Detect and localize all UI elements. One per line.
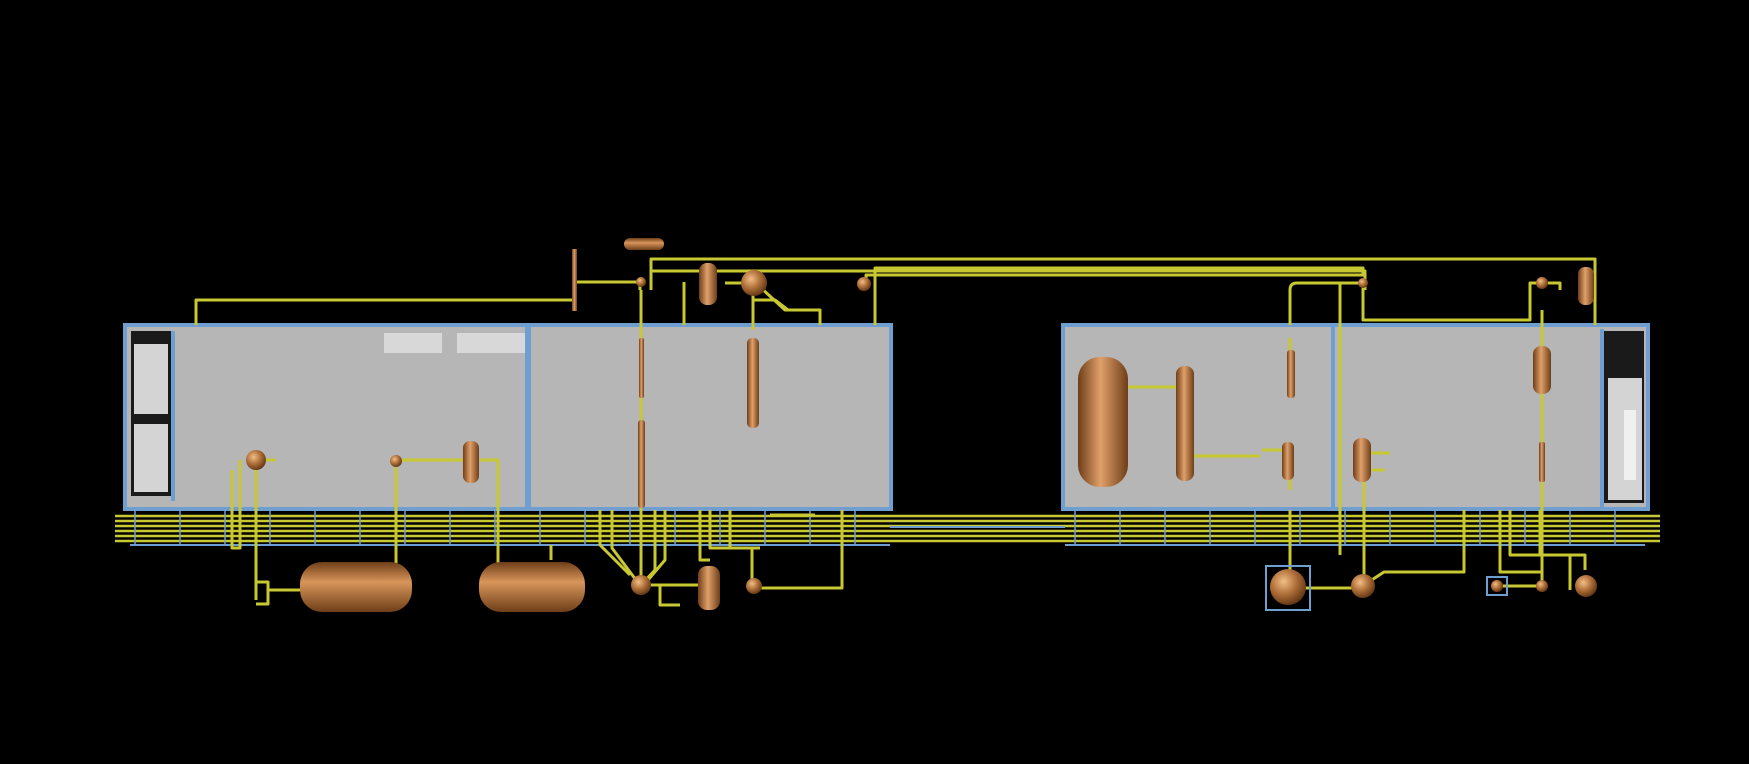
column-m2-1[interactable]	[639, 338, 644, 398]
column-m2-2[interactable]	[747, 338, 759, 428]
column-m3-1[interactable]	[1176, 366, 1194, 481]
selection-box-1[interactable]	[1265, 565, 1311, 611]
pipe-drop-3	[698, 510, 710, 562]
sphere-m1-2[interactable]	[390, 455, 402, 467]
equipment	[246, 238, 1597, 612]
valve-top[interactable]	[636, 277, 646, 287]
vessel-m4-2[interactable]	[1533, 346, 1551, 394]
sphere-ground-2[interactable]	[746, 578, 762, 594]
pipe-m4-4	[1363, 510, 1466, 587]
pipe-loop-m1	[230, 460, 242, 550]
sphere-ground-4[interactable]	[1351, 574, 1375, 598]
pipe-drop-6	[610, 510, 638, 581]
vessel-ground-m2[interactable]	[698, 566, 720, 610]
pipe-loop-m1b	[256, 580, 270, 606]
pipe-branch-a	[575, 280, 642, 290]
sphere-top-small[interactable]	[857, 277, 871, 291]
sphere-ground-1[interactable]	[631, 575, 651, 595]
module-4[interactable]	[1331, 323, 1650, 511]
pipe-cross-2	[658, 585, 680, 607]
pipe-drop-7	[598, 510, 632, 577]
sphere-ground-3[interactable]	[1270, 569, 1306, 605]
vertical-vessel-m1[interactable]	[463, 441, 479, 483]
pipe-rack	[115, 509, 1660, 546]
sphere-ground-6[interactable]	[1536, 580, 1548, 592]
sphere-ground-5[interactable]	[1491, 580, 1503, 592]
column-m3-2[interactable]	[1287, 350, 1295, 398]
pipe-header-1	[194, 298, 575, 325]
sphere-m1-1[interactable]	[246, 450, 266, 470]
pipe-rack-supports	[134, 509, 1616, 546]
structure-modules	[123, 323, 1650, 511]
module-1[interactable]	[123, 323, 529, 511]
pipe-drop-5	[728, 510, 760, 550]
column-m2-3[interactable]	[638, 420, 645, 508]
horizontal-drum-1[interactable]	[300, 562, 412, 612]
module-2[interactable]	[527, 323, 893, 511]
pipe-header-top	[649, 257, 1597, 290]
column-m4-3[interactable]	[1539, 442, 1545, 482]
selection-box-2[interactable]	[1486, 576, 1508, 596]
sphere-ground-7[interactable]	[1575, 575, 1597, 597]
sphere-top-right-2[interactable]	[1536, 277, 1548, 289]
vertical-vessel-top-2[interactable]	[1578, 267, 1594, 305]
pipe-drum2-riser	[480, 458, 500, 590]
pipe-header-5	[1288, 281, 1363, 325]
vertical-vessel-top-1[interactable]	[699, 263, 717, 305]
large-tank-m3[interactable]	[1078, 357, 1128, 487]
pipe-m4-10	[1538, 510, 1587, 570]
pipe-loop-right	[1361, 281, 1542, 322]
pipe-m4-8	[1498, 510, 1542, 574]
vessel-m4-1[interactable]	[1353, 438, 1371, 482]
pipe-drop-2	[646, 510, 667, 581]
pipe-header-4	[873, 266, 1365, 325]
vessel-m3-3[interactable]	[1282, 442, 1294, 480]
pipe-diagonal	[758, 285, 822, 325]
pipe-branch-d	[753, 298, 789, 312]
vertical-pole[interactable]	[572, 249, 577, 311]
pipe-return-1	[754, 510, 844, 590]
horizontal-drum-2[interactable]	[479, 562, 585, 612]
sphere-top-right-1[interactable]	[1358, 278, 1368, 288]
sphere-top[interactable]	[741, 270, 767, 296]
horizontal-drum-top[interactable]	[624, 238, 664, 250]
